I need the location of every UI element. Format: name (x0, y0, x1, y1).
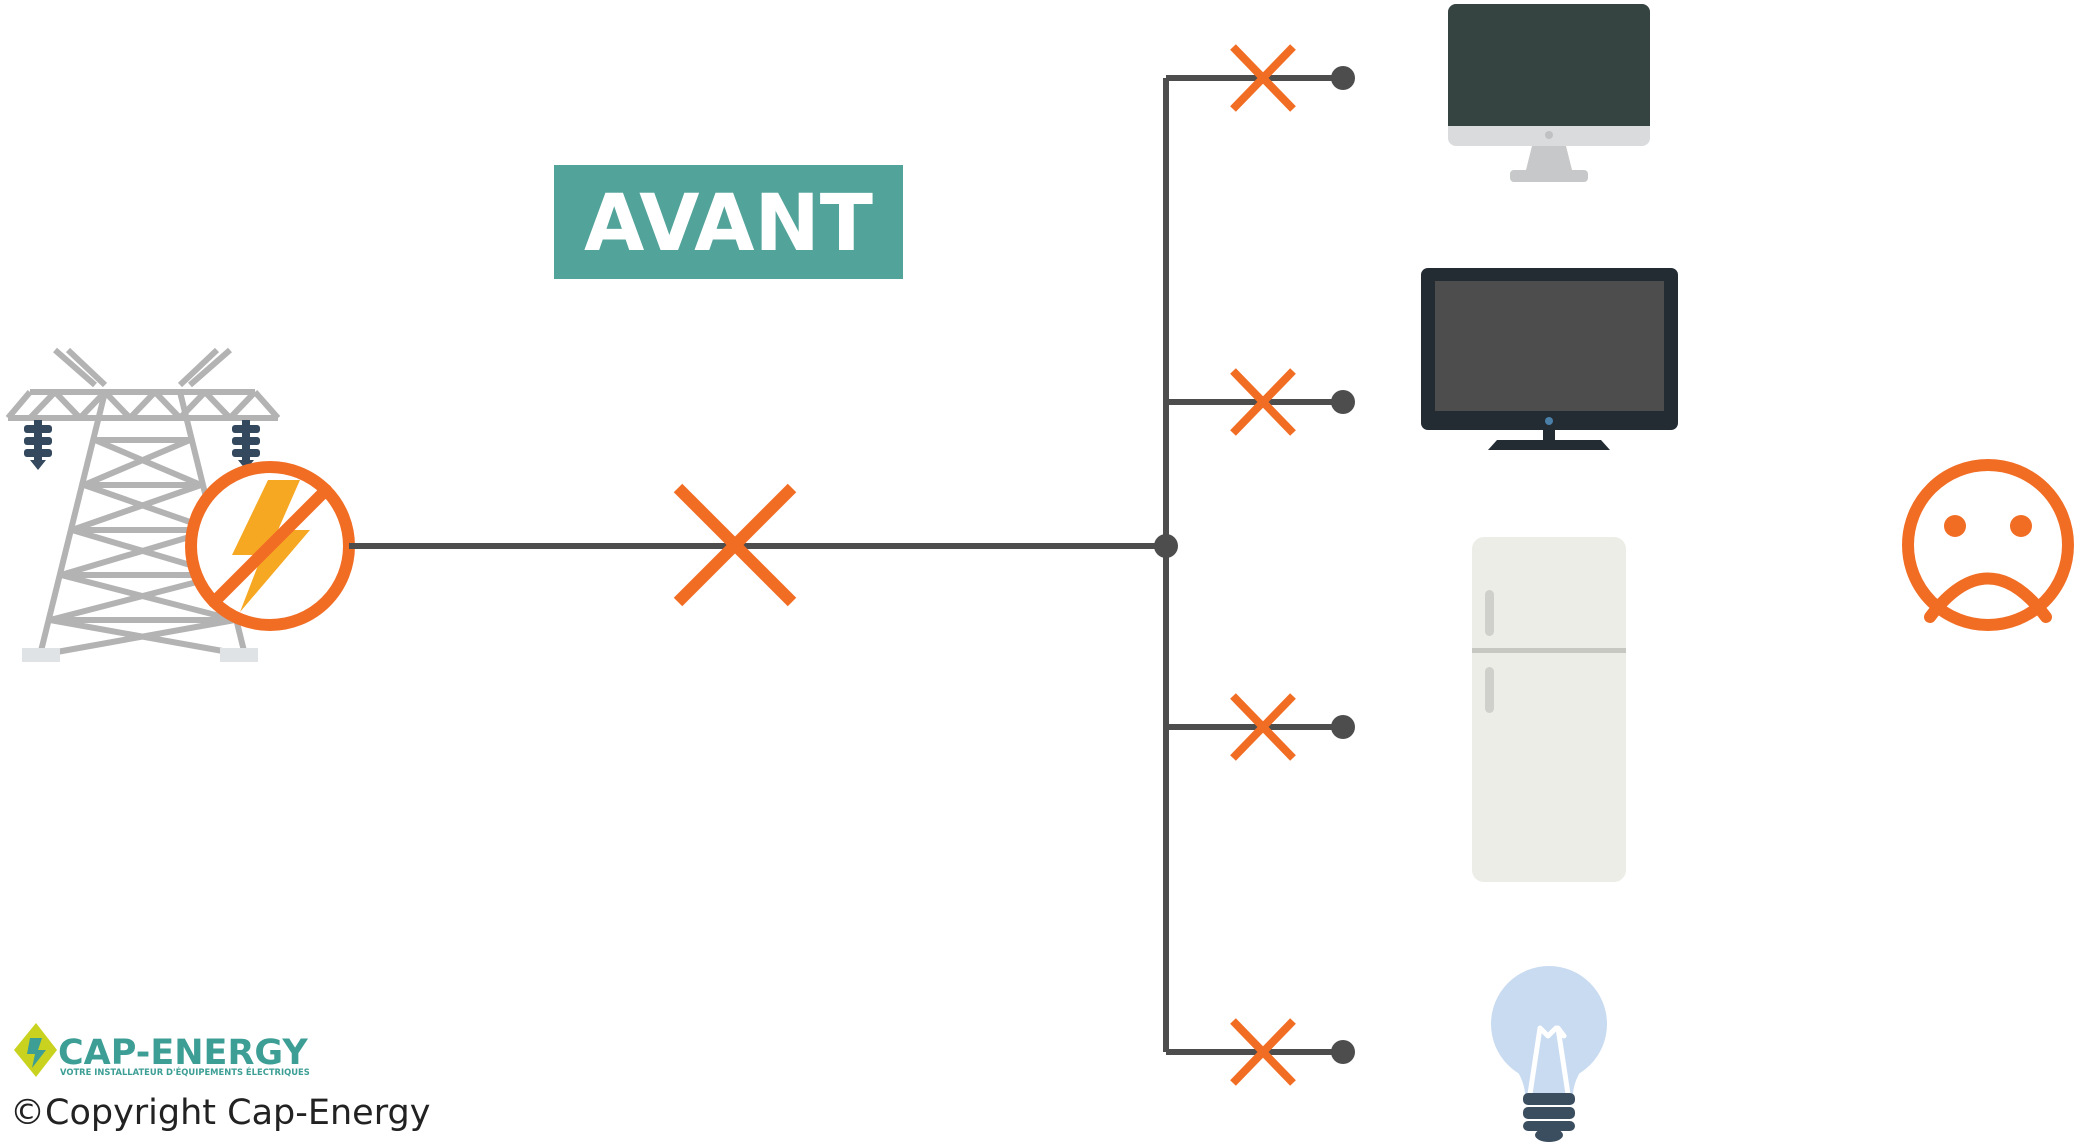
computer-monitor-icon (1448, 4, 1650, 182)
main-line-cross-icon (673, 483, 797, 607)
refrigerator-icon (1472, 537, 1626, 882)
branch-cross-icon (1230, 693, 1296, 761)
television-icon (1421, 268, 1678, 450)
sad-face-icon (1902, 459, 2074, 631)
branch-cross-icon (1230, 44, 1296, 112)
main-power-line (349, 75, 1343, 1055)
title-text: AVANT (584, 179, 873, 269)
copyright-text: ©Copyright Cap-Energy (10, 1093, 430, 1133)
branch-cross-icon (1230, 1018, 1296, 1086)
no-power-icon (185, 461, 355, 631)
branch-endpoints (1331, 66, 1355, 1064)
title-badge: AVANT (554, 165, 903, 279)
cap-energy-logo: CAP-ENERGY VOTRE INSTALLATEUR D'ÉQUIPEME… (14, 1023, 310, 1077)
light-bulb-icon (1491, 966, 1607, 1142)
junction-node (1154, 534, 1178, 558)
branch-cross-icon (1230, 368, 1296, 436)
logo-tagline: VOTRE INSTALLATEUR D'ÉQUIPEMENTS ÉLECTRI… (60, 1066, 310, 1077)
logo-text: CAP-ENERGY (58, 1033, 308, 1073)
insulator-icon (24, 420, 260, 470)
